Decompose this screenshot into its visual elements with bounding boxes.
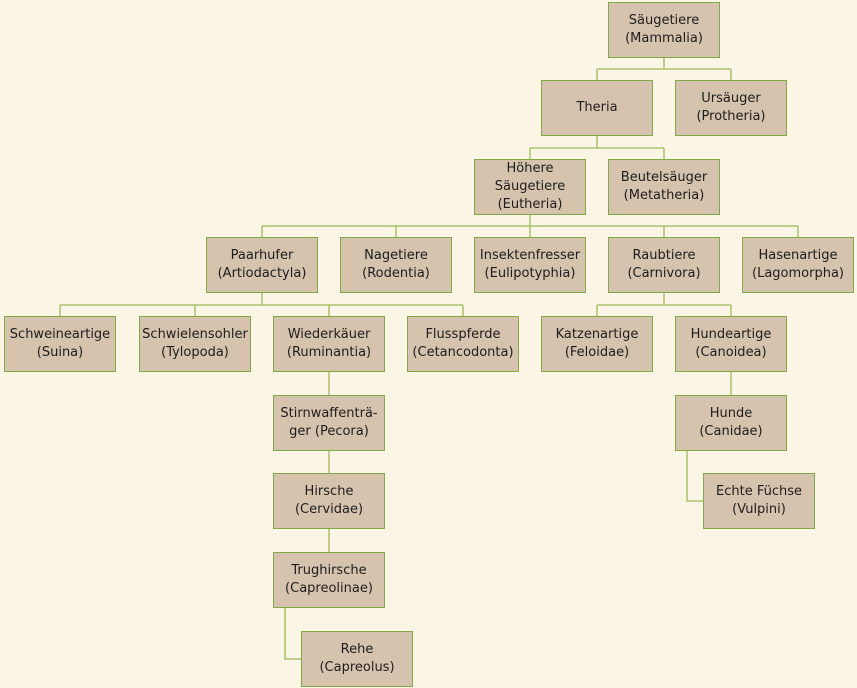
node-label-line: (Canidae) (699, 424, 763, 439)
node-lagomorpha: Hasenartige (Lagomorpha) (742, 237, 854, 293)
node-label-line: (Lagomorpha) (752, 266, 844, 281)
node-label-line: Trughirsche (291, 563, 367, 578)
node-label-line: Säugetiere (494, 179, 566, 194)
connector-line (529, 136, 665, 159)
node-pecora: Stirnwaffenträ-ger (Pecora) (273, 395, 385, 451)
node-mammalia: Säugetiere (Mammalia) (608, 2, 720, 58)
node-artiodactyla: Paarhufer (Artiodactyla) (206, 237, 318, 293)
node-canidae: Hunde (Canidae) (675, 395, 787, 451)
node-rodentia: Nagetiere (Rodentia) (340, 237, 452, 293)
node-label-line: (Feloidae) (564, 345, 630, 360)
node-label-line: (Artiodactyla) (217, 266, 307, 281)
node-label-line: (Canoidea) (695, 345, 767, 360)
node-label-line: Flusspferde (425, 327, 501, 342)
node-capreolus: Rehe (Capreolus) (301, 631, 413, 687)
node-label-line: (Capreolinae) (285, 581, 373, 596)
node-eulipotyphia: Insektenfresser (Eulipotyphia) (474, 237, 586, 293)
connector-line (596, 58, 732, 80)
node-label-line: Beutelsäuger (620, 170, 708, 185)
node-canoidea: Hundeartige (Canoidea) (675, 316, 787, 372)
node-ruminantia: Wiederkäuer (Ruminantia) (273, 316, 385, 372)
node-label-line: Ursäuger (701, 91, 761, 106)
node-label-line: (Rodentia) (362, 266, 430, 281)
connector-line (261, 215, 799, 237)
node-label-line: Theria (576, 100, 618, 115)
node-label-line: Nagetiere (364, 248, 428, 263)
node-label-line: Höhere (506, 161, 554, 176)
node-capreolinae: Trughirsche (Capreolinae) (273, 552, 385, 608)
node-label-line: (Mammalia) (625, 31, 703, 46)
node-label-line: (Metatheria) (623, 188, 705, 203)
node-suina: Schweineartige (Suina) (4, 316, 116, 372)
node-label-line: Hunde (709, 406, 753, 421)
node-label-line: Hirsche (304, 484, 354, 499)
connector-line (686, 451, 703, 502)
node-label-line: Stirnwaffenträ- (280, 406, 378, 421)
node-label-line: (Eutheria) (497, 197, 563, 212)
node-label-line: Insektenfresser (479, 248, 581, 263)
node-label-line: (Eulipotyphia) (484, 266, 576, 281)
node-label-line: Katzenartige (555, 327, 639, 342)
node-label-line: (Cetancodonta) (412, 345, 514, 360)
node-label-line: (Cervidae) (294, 502, 364, 517)
node-feloidae: Katzenartige (Feloidae) (541, 316, 653, 372)
node-label-line: Raubtiere (632, 248, 696, 263)
node-vulpini: Echte Füchse (Vulpini) (703, 473, 815, 529)
node-label-line: Echte Füchse (716, 484, 802, 499)
node-label-line: ger (Pecora) (289, 424, 369, 439)
node-label-line: Hasenartige (758, 248, 838, 263)
node-label-line: Wiederkäuer (287, 327, 371, 342)
node-label-line: Säugetiere (628, 13, 700, 28)
node-cervidae: Hirsche (Cervidae) (273, 473, 385, 529)
connector-line (596, 293, 732, 316)
connector-line (59, 293, 464, 316)
connector-line (284, 608, 301, 660)
node-label-line: Hundeartige (690, 327, 772, 342)
node-label-line: Schwielensohler (142, 327, 248, 342)
node-metatheria: Beutelsäuger (Metatheria) (608, 159, 720, 215)
node-label-line: (Ruminantia) (286, 345, 372, 360)
node-label-line: Schweineartige (9, 327, 111, 342)
node-tylopoda: Schwielensohler (Tylopoda) (139, 316, 251, 372)
node-label-line: (Tylopoda) (161, 345, 229, 360)
node-label-line: (Protheria) (696, 109, 766, 124)
node-protheria: Ursäuger (Protheria) (675, 80, 787, 136)
node-label-line: Rehe (340, 642, 374, 657)
node-cetancodonta: Flusspferde (Cetancodonta) (407, 316, 519, 372)
node-label-line: (Vulpini) (732, 502, 786, 517)
node-label-line: (Carnivora) (627, 266, 701, 281)
node-carnivora: Raubtiere (Carnivora) (608, 237, 720, 293)
node-label-line: Paarhufer (230, 248, 294, 263)
node-label-line: (Capreolus) (319, 660, 395, 675)
node-label-line: (Suina) (36, 345, 84, 360)
node-theria: Theria (541, 80, 653, 136)
